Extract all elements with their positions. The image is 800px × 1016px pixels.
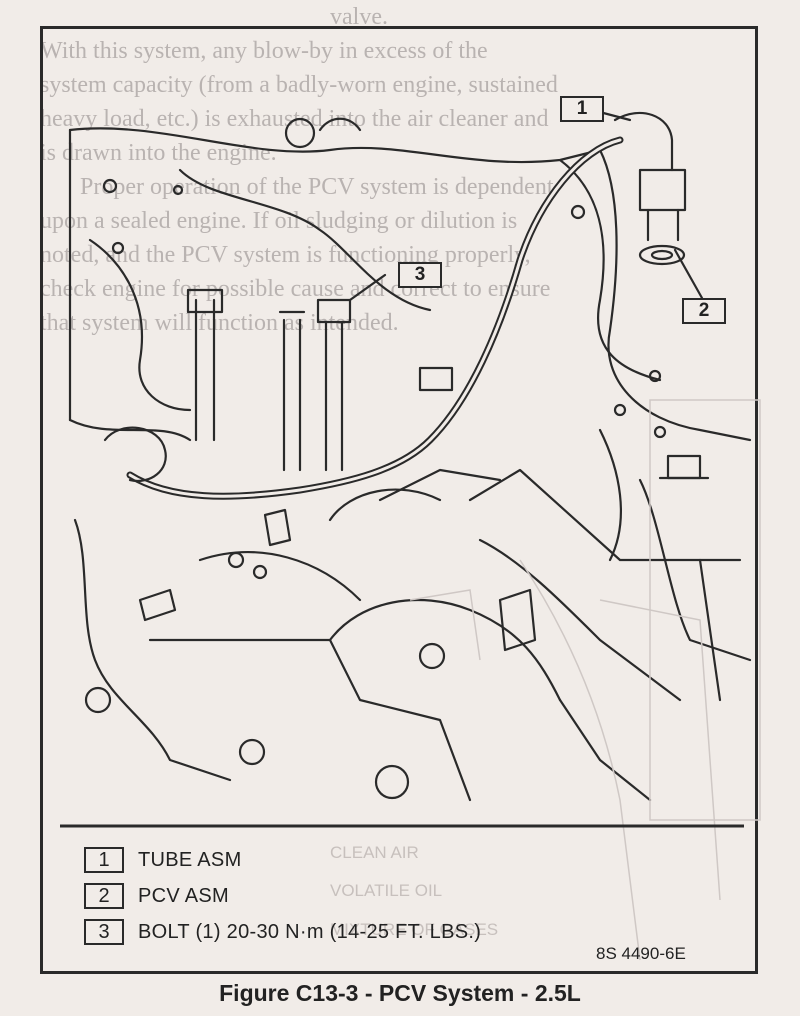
- figure-code: 8S 4490-6E: [596, 944, 686, 963]
- bleed-through-clean-air: CLEAN AIR: [330, 843, 419, 862]
- figure-frame: [40, 26, 758, 974]
- legend-item-bolt: 3 BOLT (1) 20-30 N·m (14-25 FT. LBS.): [84, 918, 481, 946]
- legend-number: 1: [84, 847, 124, 873]
- callout-3: 3: [398, 262, 442, 288]
- legend-label: PCV ASM: [138, 884, 230, 907]
- legend-item-pcv: 2 PCV ASM: [84, 882, 229, 910]
- bleed-through-mixture: MIXTURE OF GASES: [330, 920, 498, 939]
- legend-number: 3: [84, 919, 124, 945]
- bleed-through-volatile-oil: VOLATILE OIL: [330, 881, 442, 900]
- legend-item-tube: 1 TUBE ASM: [84, 846, 242, 874]
- legend-label: TUBE ASM: [138, 848, 242, 871]
- background-text: valve. With this system, any blow-by in …: [40, 4, 558, 336]
- legend-label: BOLT (1) 20-30 N·m (14-25 FT. LBS.): [138, 920, 482, 943]
- figure-caption: Figure C13-3 - PCV System - 2.5L: [219, 980, 581, 1006]
- legend-number: 2: [84, 883, 124, 909]
- callout-1: 1: [560, 96, 604, 122]
- callout-2: 2: [682, 298, 726, 324]
